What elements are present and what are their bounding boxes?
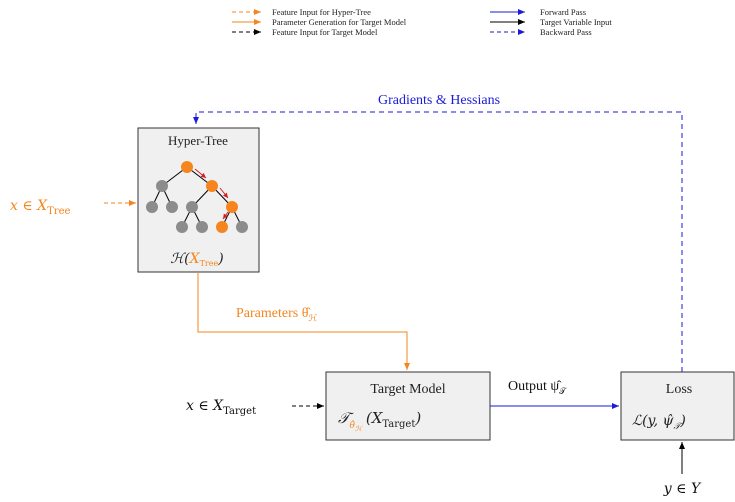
loss-formula: ℒ(y, ψ̂𝒯) [632, 413, 686, 432]
legend: Feature Input for Hyper-Tree Parameter G… [232, 7, 612, 37]
target-model-title: Target Model [370, 382, 445, 397]
tree-node-leaf-highlight [216, 221, 228, 233]
hyper-tree-title: Hyper-Tree [168, 133, 228, 148]
target-model-input-label: x ∈ XTarget [186, 398, 256, 417]
parameter-generation-path: Parameters θ̂ℋ [197, 272, 410, 370]
tree-node-root [181, 161, 193, 173]
legend-item-parameter-generation: Parameter Generation for Target Model [232, 17, 407, 27]
legend-label: Feature Input for Target Model [272, 27, 378, 37]
loss-box: Loss ℒ(y, ψ̂𝒯) [620, 371, 735, 441]
tree-nodes [146, 161, 248, 233]
legend-label: Backward Pass [540, 27, 592, 37]
gradients-label: Gradients & Hessians [378, 93, 500, 108]
target-model-input: x ∈ XTarget [186, 398, 324, 417]
hyper-tree-box: Hyper-Tree [137, 127, 260, 273]
loss-input-label: y ∈ Y [663, 481, 702, 497]
target-model-formula: 𝒯θ̂ℋ(XTarget) [338, 409, 421, 433]
tree-node [186, 201, 198, 213]
legend-label: Target Variable Input [540, 17, 612, 27]
hyper-tree-formula: ℋ(XTree) [170, 251, 223, 268]
forward-pass-path: Output ψ̂𝒯 [490, 379, 619, 409]
tree-node [176, 221, 188, 233]
tree-node-highlight [226, 201, 238, 213]
loss-target-input: y ∈ Y [663, 442, 702, 497]
hyper-tree-input-label: x ∈ XTree [10, 198, 71, 217]
tree-node [156, 180, 168, 192]
legend-item-target-variable-input: Target Variable Input [490, 17, 612, 27]
tree-node [196, 221, 208, 233]
legend-label: Parameter Generation for Target Model [272, 17, 407, 27]
legend-item-forward-pass: Forward Pass [490, 7, 586, 17]
tree-node-highlight [206, 180, 218, 192]
tree-node [146, 201, 158, 213]
parameters-label: Parameters θ̂ℋ [236, 306, 317, 323]
tree-node [166, 201, 178, 213]
legend-item-backward-pass: Backward Pass [490, 27, 592, 37]
target-model-box: Target Model 𝒯θ̂ℋ(XTarget) [325, 371, 491, 441]
hyper-tree-input: x ∈ XTree [10, 198, 136, 217]
loss-title: Loss [666, 382, 692, 397]
legend-label: Feature Input for Hyper-Tree [272, 7, 371, 17]
output-label: Output ψ̂𝒯 [508, 379, 567, 396]
tree-node [236, 221, 248, 233]
backward-pass-path: Gradients & Hessians [193, 93, 683, 372]
legend-item-feature-input-target: Feature Input for Target Model [232, 27, 378, 37]
legend-item-feature-input-hyper-tree: Feature Input for Hyper-Tree [232, 7, 371, 17]
legend-label: Forward Pass [540, 7, 586, 17]
